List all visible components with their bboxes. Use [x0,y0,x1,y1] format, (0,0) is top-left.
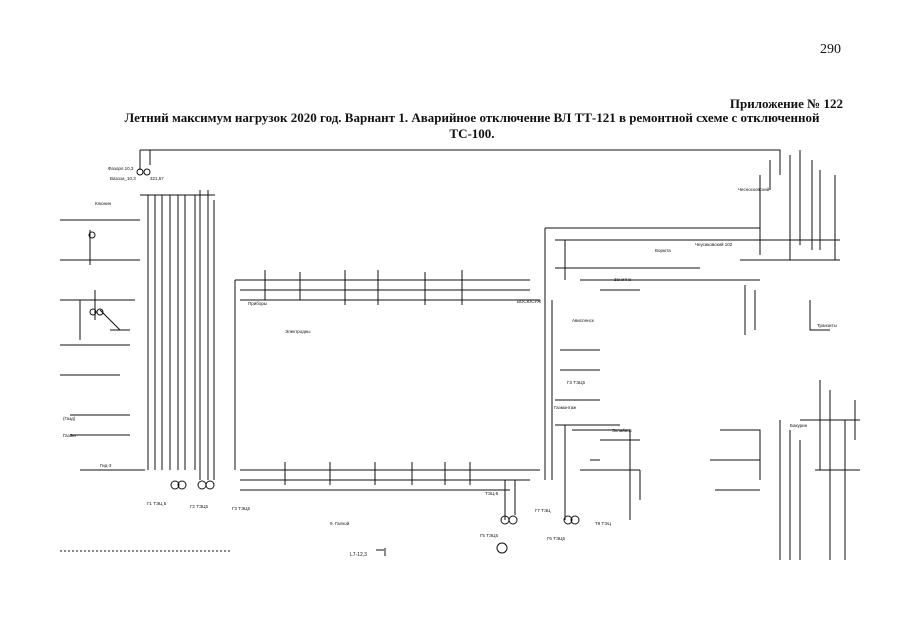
page-number: 290 [820,42,841,57]
svg-text:Г6 ТЭЦ5: Г6 ТЭЦ5 [547,536,566,541]
svg-text:Чеусиковский 102: Чеусиковский 102 [695,241,733,247]
right-upper-line [544,227,761,300]
svg-text:Газ3вт: Газ3вт [63,433,77,438]
svg-text:Г3 ТЭЦ5: Г3 ТЭЦ5 [232,506,251,511]
svg-text:Ависпенск: Ависпенск [572,318,594,323]
top-bus-line [140,149,781,175]
svg-text:Клюнин: Клюнин [95,201,112,206]
svg-text:Эклайвос: Эклайвос [612,427,633,433]
svg-text:Чесносковский: Чесносковский [738,186,770,192]
svg-text:Электродны: Электродны [285,329,311,334]
center-vertical-bus [544,300,553,480]
title-line-2: ТС-100. [449,126,495,141]
svg-text:Г1 ТЭЦ 5: Г1 ТЭЦ 5 [147,501,167,506]
svg-text:ТЭЦ-5: ТЭЦ-5 [485,491,499,496]
svg-text:Ворюта: Ворюта [655,248,671,253]
left-bus-group [147,195,196,470]
svg-text:9. Галкой: 9. Галкой [330,520,350,526]
main-ring-upper [234,279,530,470]
svg-text:321,67: 321,67 [150,176,164,181]
svg-text:Г7 ТЭЦ: Г7 ТЭЦ [535,508,551,513]
svg-text:Вазоза_10,3: Вазоза_10,3 [110,176,136,181]
bottom-node-label: L7-12,3 [350,552,367,558]
svg-text:Гид-3: Гид-3 [100,463,112,468]
svg-text:Газмонтаж: Газмонтаж [554,405,576,410]
svg-text:Зенитно: Зенитно [614,277,632,282]
main-ring-lower [240,469,540,491]
svg-text:Т9 ТЭЦ: Т9 ТЭЦ [595,521,611,526]
svg-text:Транзиты: Транзиты [817,323,837,328]
appendix-heading: Приложение № 122 [729,96,843,111]
svg-text:(Газд): (Газд) [63,416,76,421]
svg-text:Г5 ТЭЦ5: Г5 ТЭЦ5 [480,533,499,538]
svg-text:Г3 ТЭЦ5: Г3 ТЭЦ5 [567,380,586,385]
svg-text:Г2 ТЭЦ5: Г2 ТЭЦ5 [190,504,209,509]
svg-text:ВОСЮСУЖ: ВОСЮСУЖ [517,299,542,304]
diagram-title: Летний максимум нагрузок 2020 год. Варна… [112,110,832,142]
svg-text:Бакурин: Бакурин [790,423,808,428]
title-line-1: Летний максимум нагрузок 2020 год. Варна… [124,110,820,125]
svg-text:Фазорл.10,3: Фазорл.10,3 [108,166,134,171]
svg-text:Приборы: Приборы [248,301,267,306]
